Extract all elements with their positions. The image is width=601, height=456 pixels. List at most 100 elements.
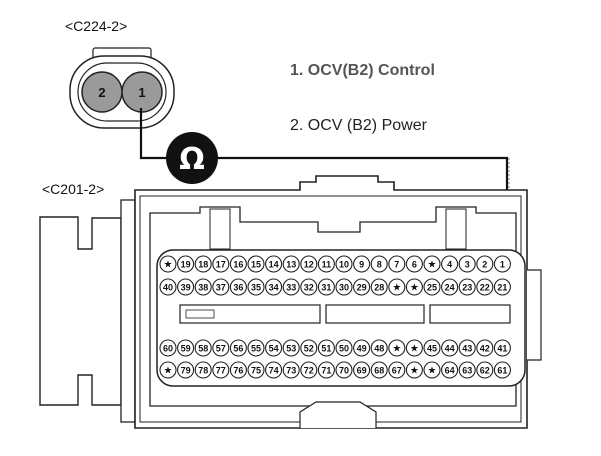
ecu-pin: [493, 361, 511, 379]
ecu-pin: [194, 361, 212, 379]
ecu-pin-label: 28: [374, 282, 384, 292]
key-rib-mid: [325, 304, 425, 324]
ecu-pin: [405, 361, 423, 379]
ecu-pin-label: ★: [410, 282, 419, 293]
ecu-pin: [370, 278, 388, 296]
ecu-pin-label: ★: [410, 365, 419, 376]
ecu-pin: [458, 361, 476, 379]
ecu-pin-label: 21: [497, 282, 507, 292]
ecu-pin: [476, 339, 494, 357]
ecu-pin-label: 50: [339, 343, 349, 353]
ecu-pin: [335, 278, 353, 296]
ecu-pin: [300, 339, 318, 357]
ecu-pin: [247, 278, 265, 296]
ecu-pin: [335, 339, 353, 357]
ecu-pin-label: 1: [500, 259, 505, 269]
ecu-pin-label: ★: [392, 343, 401, 354]
ecu-pin: [423, 255, 441, 273]
ecu-pin-label: 67: [392, 365, 402, 375]
ecu-pin: [441, 339, 459, 357]
ecu-pin-label: 6: [412, 259, 417, 269]
ecu-pin-label: 43: [462, 343, 472, 353]
ecu-pin-label: 38: [198, 282, 208, 292]
ecu-pin-label: 2: [482, 259, 487, 269]
ecu-pin-label: 32: [304, 282, 314, 292]
ecu-pin-label: 79: [181, 365, 191, 375]
ecu-pin-label: ★: [428, 365, 437, 376]
ecu-pin-label: 78: [198, 365, 208, 375]
ecu-pin-label: 72: [304, 365, 314, 375]
ecu-pin: [335, 255, 353, 273]
key-rib-right: [429, 304, 511, 324]
ecu-pin-label: 16: [233, 259, 243, 269]
ecu-pin-label: 14: [269, 259, 279, 269]
ecu-pin-label: 68: [374, 365, 384, 375]
legend-item-1: 1. OCV(B2) Control: [290, 62, 435, 79]
ecu-pin: [493, 278, 511, 296]
ecu-pin-label: 41: [497, 343, 507, 353]
ecu-pin: [458, 278, 476, 296]
ecu-pin: [423, 361, 441, 379]
ecu-pin: [159, 255, 177, 273]
ecu-pin-label: 58: [198, 343, 208, 353]
ecu-pin: [476, 255, 494, 273]
ecu-pin: [353, 255, 371, 273]
ecu-pin: [265, 278, 283, 296]
ecu-pin-label: 40: [163, 282, 173, 292]
ecu-pin: [194, 255, 212, 273]
ecu-pin: [441, 278, 459, 296]
ecu-pin: [353, 278, 371, 296]
ecu-pin-label: ★: [428, 259, 437, 270]
ecu-pin-label: 77: [216, 365, 226, 375]
ecu-pin-label: 24: [445, 282, 455, 292]
ecu-pin-label: 19: [181, 259, 191, 269]
ecu-pin: [265, 255, 283, 273]
ecu-pin: [405, 339, 423, 357]
ecu-pin: [282, 361, 300, 379]
ecu-pin-label: 13: [286, 259, 296, 269]
ecu-pin: [476, 278, 494, 296]
ecu-pin-label: 4: [447, 259, 452, 269]
ecu-pin-label: 60: [163, 343, 173, 353]
ecu-pin-label: 51: [321, 343, 331, 353]
ecu-pin: [317, 255, 335, 273]
ohmmeter-icon: Ω: [166, 132, 218, 184]
ecu-pin-label: 55: [251, 343, 261, 353]
ecu-pin-label: 11: [322, 259, 332, 269]
ecu-pin: [370, 255, 388, 273]
ecu-pin-label: 17: [216, 259, 226, 269]
ecu-pin: [317, 361, 335, 379]
ecu-pin: [159, 278, 177, 296]
ecu-pin: [300, 255, 318, 273]
ecu-pin-label: 74: [269, 365, 279, 375]
ecu-pin-label: 53: [286, 343, 296, 353]
ecu-pin: [317, 339, 335, 357]
ecu-pin: [247, 339, 265, 357]
key-rib-left: [179, 304, 321, 324]
ecu-pin: [247, 255, 265, 273]
ecu-pin: [212, 361, 230, 379]
ecu-pin-label: 59: [181, 343, 191, 353]
ecu-pin-label: 31: [321, 282, 331, 292]
ecu-pin: [353, 361, 371, 379]
ecu-pin-label: 57: [216, 343, 226, 353]
ecu-pin: [405, 255, 423, 273]
ecu-pin-label: 64: [445, 365, 455, 375]
ecu-pin-label: 35: [251, 282, 261, 292]
ecu-pin-label: ★: [392, 282, 401, 293]
ecu-pin-label: 39: [181, 282, 191, 292]
c224-2-connector: 2 1: [69, 47, 175, 129]
ecu-pin-label: 75: [251, 365, 261, 375]
ecu-pin-label: 76: [233, 365, 243, 375]
ecu-pin-label: 61: [497, 365, 507, 375]
ecu-pin: [353, 339, 371, 357]
ecu-pin-label: 30: [339, 282, 349, 292]
ecu-pin: [265, 361, 283, 379]
ecu-pin: [229, 255, 247, 273]
ecu-pin: [335, 361, 353, 379]
ecu-pin: [159, 361, 177, 379]
ecu-pin: [423, 278, 441, 296]
ecu-pin: [405, 278, 423, 296]
c224-pin-2-label: 2: [98, 85, 105, 100]
